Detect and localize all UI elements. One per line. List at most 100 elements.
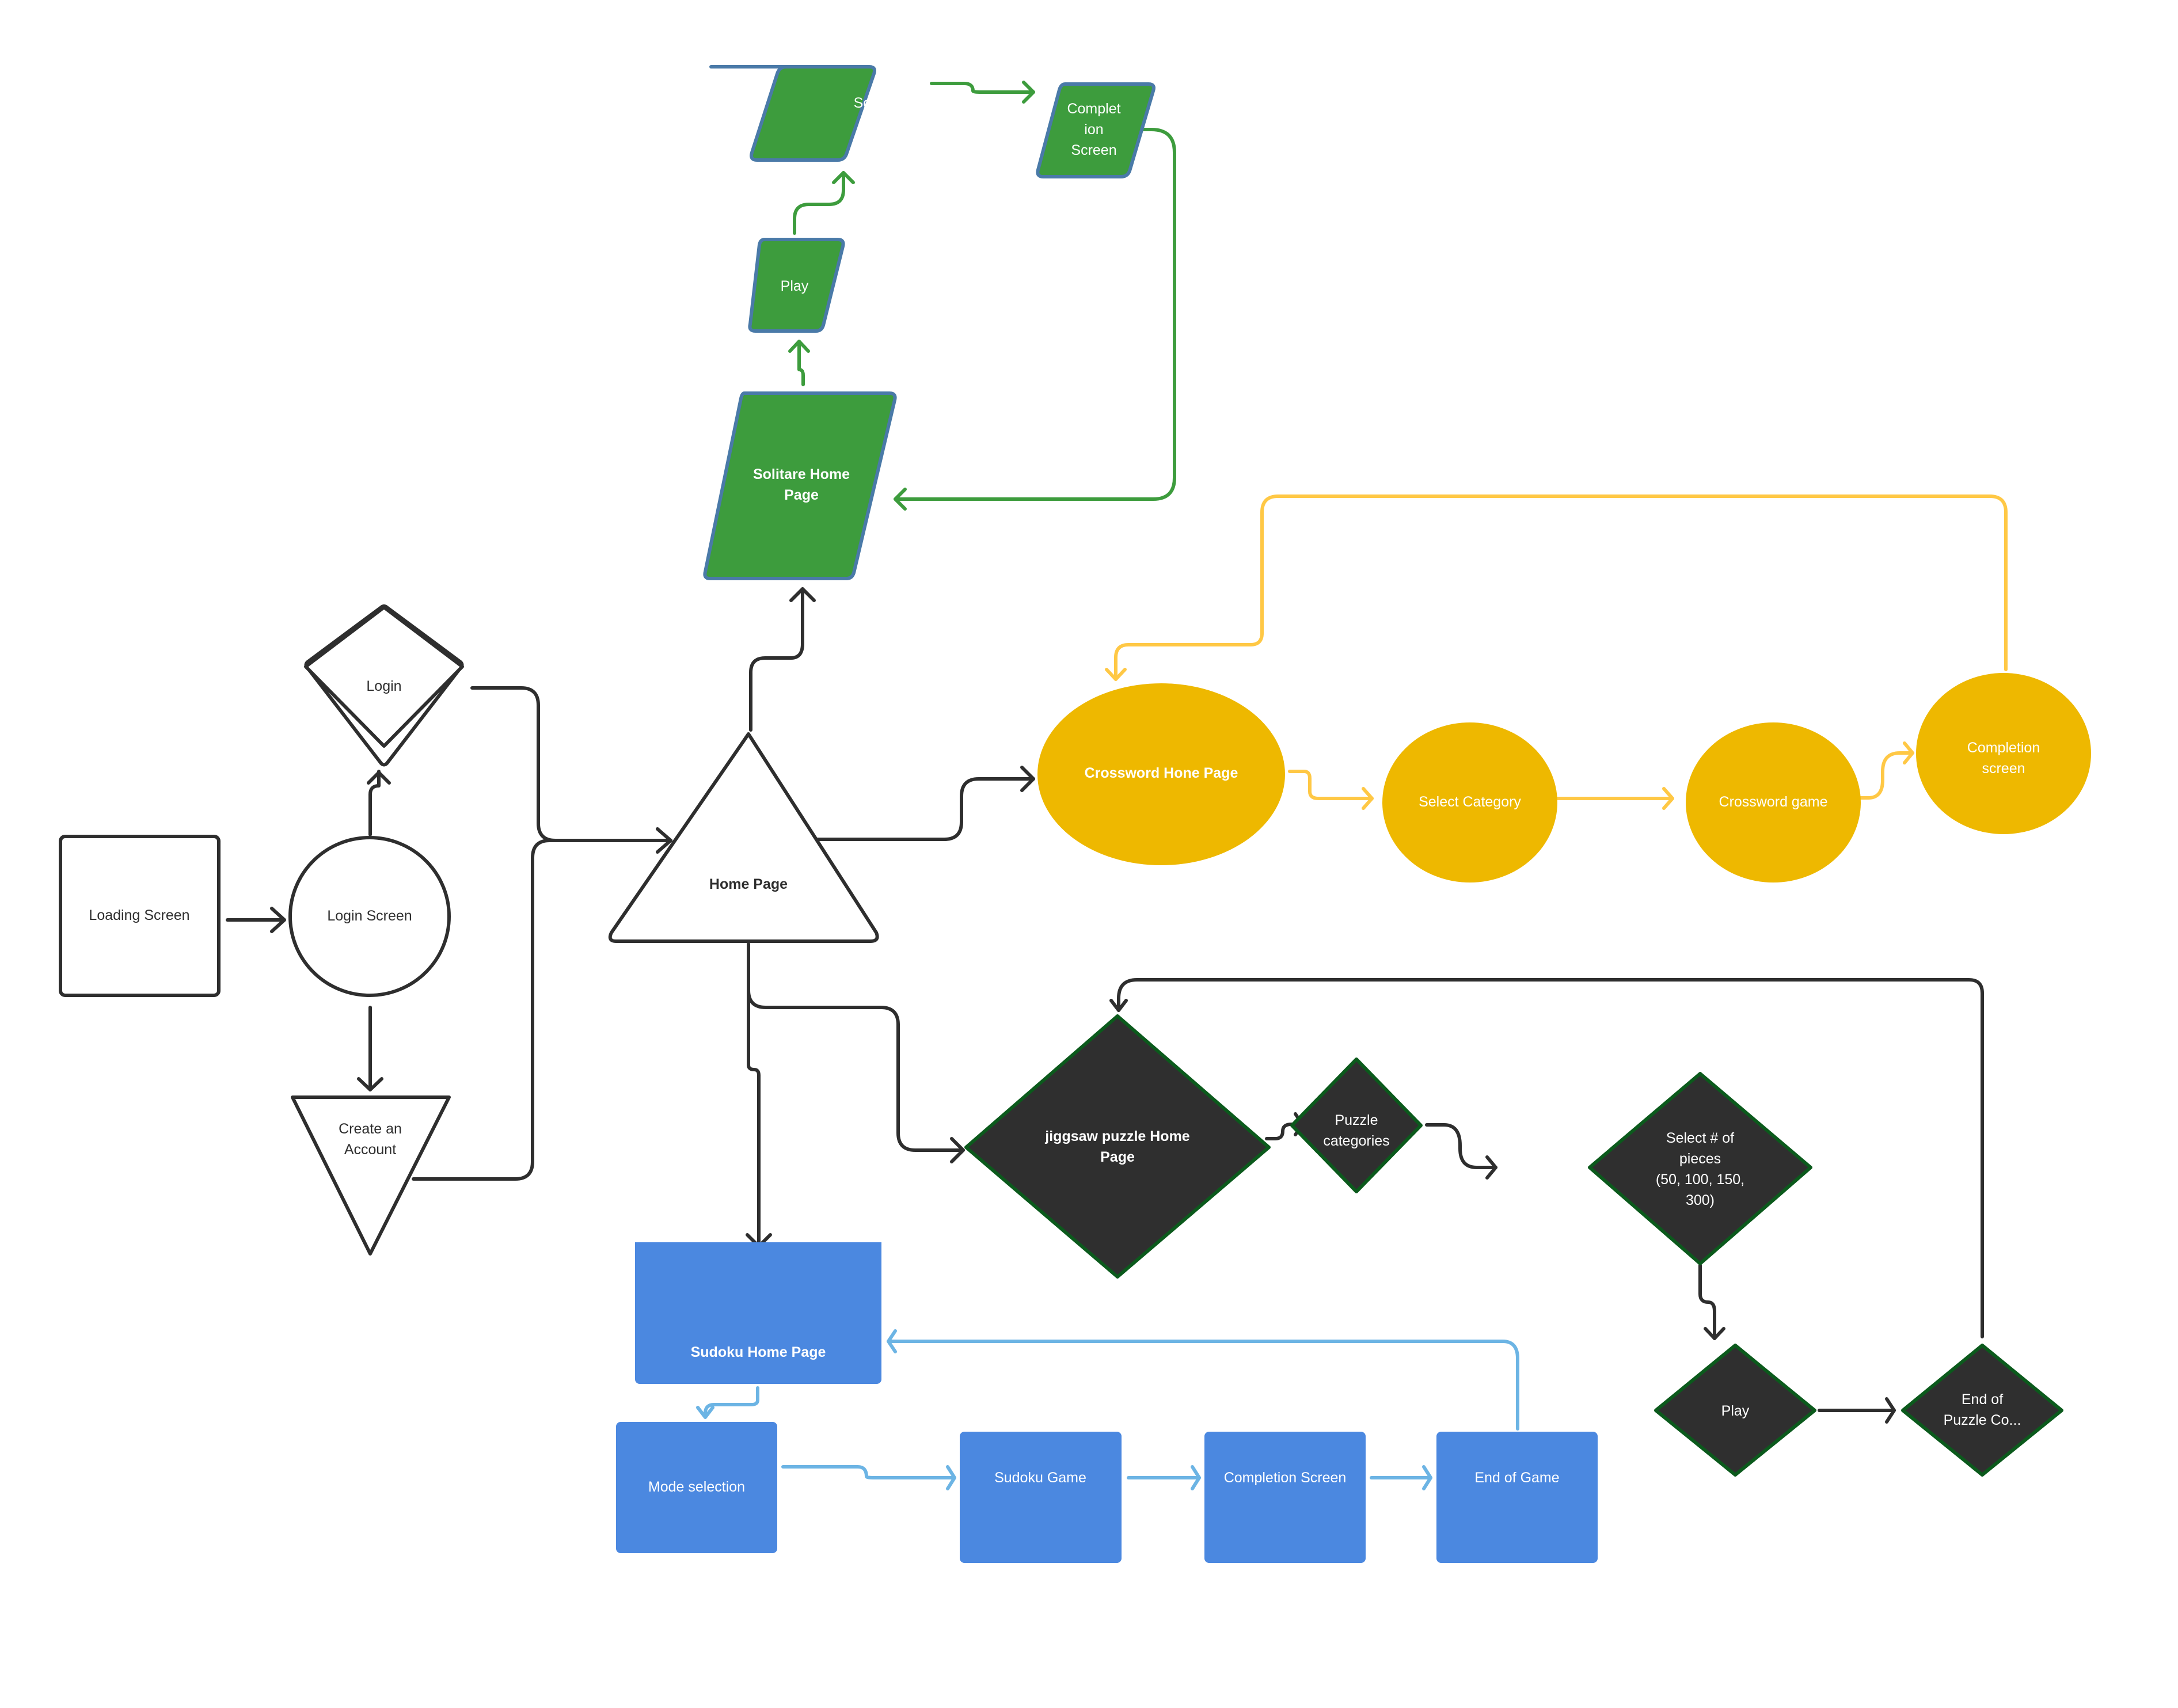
label-line: End of [1962, 1391, 2003, 1408]
node-create-account[interactable]: Create an Account [291, 1095, 451, 1256]
label-line: Login Screen [327, 908, 412, 924]
label-line: jiggsaw puzzle Home [1044, 1128, 1190, 1144]
node-jigsaw-play[interactable]: Play [1654, 1344, 1816, 1477]
label-line: Loading Screen [89, 907, 189, 923]
node-loading-screen[interactable]: Loading Screen [59, 835, 221, 997]
node-sudoku-end[interactable]: End of Game [1436, 1432, 1598, 1563]
arrowhead-icon [789, 587, 816, 602]
label-line: Sudoku Home Page [691, 1344, 826, 1360]
node-sudoku-home[interactable]: Sudoku Home Page [635, 1242, 881, 1384]
label-line: Solitare [854, 95, 903, 111]
edge-jigsaw-end-to-home [1117, 978, 1984, 1338]
label-line: Completion [1967, 740, 2040, 756]
node-label: Sudoku Home Page [691, 1344, 826, 1360]
arrowhead-icon [1109, 999, 1128, 1012]
arrowhead-icon [894, 488, 907, 511]
node-label: Mode selection [648, 1479, 745, 1495]
node-jigsaw-end[interactable]: End of Puzzle Co... [1901, 1344, 2063, 1477]
edge-sudoku-mode-to-game [781, 1465, 956, 1479]
label-line: Play [1721, 1403, 1750, 1419]
node-home-page[interactable]: Home Page [608, 732, 879, 943]
arrowhead-icon [1022, 81, 1035, 104]
node-label: Completion Screen [1224, 1470, 1347, 1486]
label-line: Page [784, 487, 819, 503]
label-line: Account [344, 1142, 396, 1158]
node-label: Loading Screen [89, 907, 189, 923]
node-label: Sudoku Game [994, 1470, 1086, 1486]
node-label: Login Screen [327, 908, 412, 924]
label-line: Solitare Home [753, 466, 850, 482]
label-line: Game [858, 116, 898, 132]
edge-jigsaw-home-to-categories [1265, 1123, 1304, 1140]
node-label: Login [366, 678, 401, 694]
edge-jigsaw-categories-to-pieces [1425, 1123, 1497, 1169]
node-sudoku-mode[interactable]: Mode selection [616, 1422, 777, 1553]
label-line: Page [1100, 1149, 1135, 1165]
arrowhead-icon [1903, 741, 1914, 764]
edge-home-to-crossword-home [815, 777, 1035, 841]
node-solitaire-play[interactable]: Play [748, 238, 845, 333]
label-line: Puzzle Co... [1944, 1412, 2021, 1428]
edge-solitaire-home-to-play [797, 340, 805, 386]
label-line: pieces [1679, 1151, 1721, 1167]
arrowhead-icon [1704, 1327, 1725, 1340]
arrowhead-icon [1362, 787, 1374, 810]
edge-home-to-sudoku-home [747, 942, 761, 1248]
label-line: End of Game [1474, 1470, 1559, 1486]
label-line: ion [1084, 121, 1103, 138]
node-label: Completion screen [1967, 740, 2040, 777]
label-line: Login [366, 678, 401, 694]
edge-home-to-jigsaw-home [747, 942, 965, 1152]
arrowhead-icon [357, 1077, 383, 1091]
edge-crossword-game-to-completion [1859, 751, 1914, 800]
label-line: screen [1982, 760, 2025, 777]
arrowhead-icon [1485, 1155, 1497, 1180]
label-line: Create an [339, 1121, 402, 1137]
arrowhead-icon [1020, 766, 1035, 792]
edge-jigsaw-pieces-to-play [1698, 1264, 1716, 1340]
arrowhead-icon [788, 340, 810, 353]
node-sudoku-game[interactable]: Sudoku Game [960, 1432, 1122, 1563]
arrowhead-icon [950, 1137, 965, 1163]
edge-crossword-completion-to-home [1114, 494, 2008, 681]
node-sudoku-completion[interactable]: Completion Screen [1204, 1432, 1366, 1563]
edge-crossword-home-to-category [1288, 770, 1374, 800]
node-label: End of Puzzle Co... [1944, 1391, 2021, 1428]
label-line: Mode selection [648, 1479, 745, 1495]
edge-login-to-home [470, 686, 672, 842]
edge-solitaire-completion-to-home [894, 128, 1176, 501]
edges [226, 81, 2008, 1490]
arrowhead-icon [270, 907, 286, 933]
arrowhead-icon [1191, 1465, 1201, 1490]
node-crossword-category[interactable]: Select Category [1382, 722, 1557, 882]
label-line: Crossword Hone Page [1085, 765, 1238, 781]
arrowhead-icon [1422, 1465, 1432, 1490]
arrowhead-icon [946, 1465, 956, 1490]
label-line: Complet [1067, 101, 1120, 117]
node-label: Home Page [709, 876, 788, 892]
node-login-screen[interactable]: Login Screen [288, 836, 451, 997]
node-crossword-game[interactable]: Crossword game [1686, 722, 1861, 882]
arrowhead-icon [887, 1329, 897, 1353]
node-label: Crossword game [1719, 794, 1828, 810]
arrowhead-icon [1662, 787, 1674, 810]
label-line: 300) [1686, 1192, 1715, 1208]
node-label: Play [1721, 1403, 1750, 1419]
node-label: End of Game [1474, 1470, 1559, 1486]
edge-home-to-solitaire-home [749, 587, 804, 732]
node-crossword-home[interactable]: Crossword Hone Page [1037, 683, 1285, 865]
node-crossword-completion[interactable]: Completion screen [1916, 673, 2091, 834]
node-login[interactable]: Login [304, 604, 464, 767]
arrowhead-icon [1885, 1397, 1896, 1424]
label-line: Home Page [709, 876, 788, 892]
